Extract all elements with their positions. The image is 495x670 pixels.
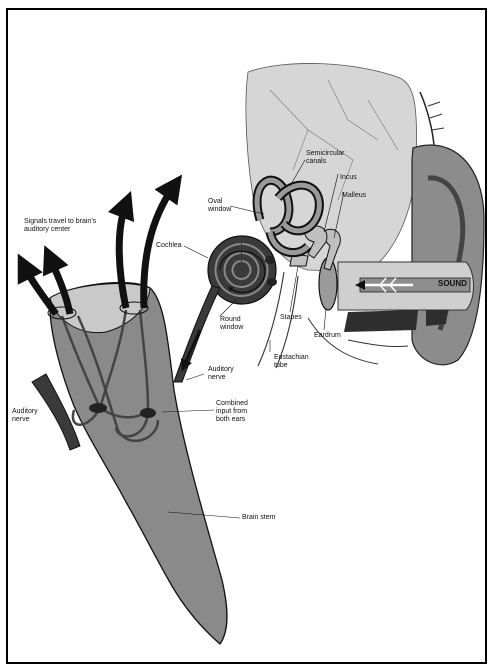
label-combined-input: Combined input from both ears [216, 400, 248, 424]
label-semicircular-canals: Semicircular canals [306, 150, 345, 166]
label-incus: Incus [340, 174, 357, 182]
label-signals: Signals travel to brain's auditory cente… [24, 218, 96, 234]
label-round-window: Round window [220, 316, 243, 332]
label-cochlea: Cochlea [156, 242, 182, 250]
ear-anatomy-illustration [8, 10, 485, 662]
diagram-frame: Signals travel to brain's auditory cente… [6, 8, 487, 664]
outer-ear [412, 145, 484, 365]
cochlea [208, 236, 276, 304]
label-oval-window: Oval window [208, 198, 231, 214]
label-auditory-nerve-left: Auditory nerve [12, 408, 38, 424]
label-sound: SOUND [438, 280, 467, 288]
label-eustachian-tube: Eustachian tube [274, 354, 309, 370]
label-malleus: Malleus [342, 192, 366, 200]
label-eardrum: Eardrum [314, 332, 341, 340]
label-brain-stem: Brain stem [242, 514, 275, 522]
label-auditory-nerve-right: Auditory nerve [208, 366, 234, 382]
label-stapes: Stapes [280, 314, 302, 322]
brain-stem [50, 283, 227, 644]
